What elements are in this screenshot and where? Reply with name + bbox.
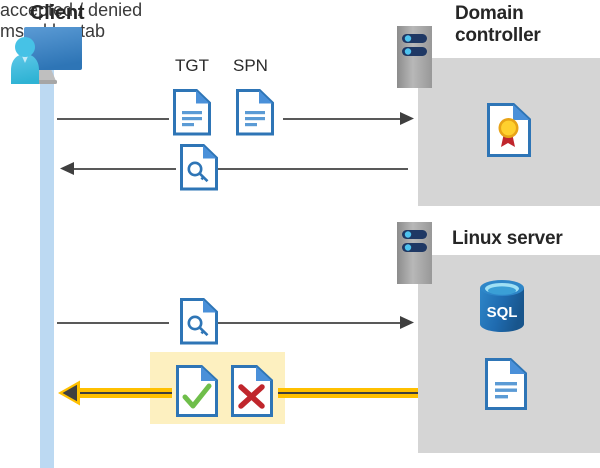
sql-database-icon: SQL [476, 279, 528, 333]
flow-result-yellow-right [278, 388, 418, 398]
spn-label: SPN [233, 56, 268, 75]
client-workstation-icon [8, 22, 90, 94]
tgt-label: TGT [175, 56, 209, 75]
flow-present-line-left [57, 322, 169, 324]
arrowhead-right-dc [400, 110, 418, 127]
client-lifeline [40, 60, 54, 468]
svg-text:SQL: SQL [487, 304, 518, 321]
flow-present-line-right [218, 322, 405, 324]
arrowhead-left-ticket [58, 160, 76, 177]
document-icon-tgt [173, 89, 211, 136]
flow-result-yellow-left [76, 388, 172, 398]
flow-ticket-line-right [218, 168, 408, 170]
page-title-client: Client [30, 2, 85, 24]
document-check-icon-accepted [176, 365, 218, 417]
document-key-icon-ticket-1 [180, 144, 218, 191]
certificate-document-icon [487, 103, 531, 157]
arrowhead-left-result [56, 378, 84, 408]
server-rack-icon-linux [397, 222, 432, 284]
flow-request-line-left [57, 118, 169, 120]
document-icon-spn [236, 89, 274, 136]
flow-ticket-line-left [72, 168, 176, 170]
page-title-domain-controller: Domain controller [455, 3, 600, 48]
flow-request-line-right [283, 118, 405, 120]
dc-title-line2: controller [455, 25, 541, 47]
dc-title-line1: Domain [455, 3, 524, 24]
document-icon-keytab [485, 358, 527, 410]
page-title-linux-server: Linux server [452, 228, 563, 249]
verdict-label: accepted / denied [0, 0, 143, 20]
document-cross-icon-denied [231, 365, 273, 417]
arrowhead-right-linux [400, 314, 418, 331]
server-rack-icon-dc [397, 26, 432, 88]
document-key-icon-ticket-2 [180, 298, 218, 345]
